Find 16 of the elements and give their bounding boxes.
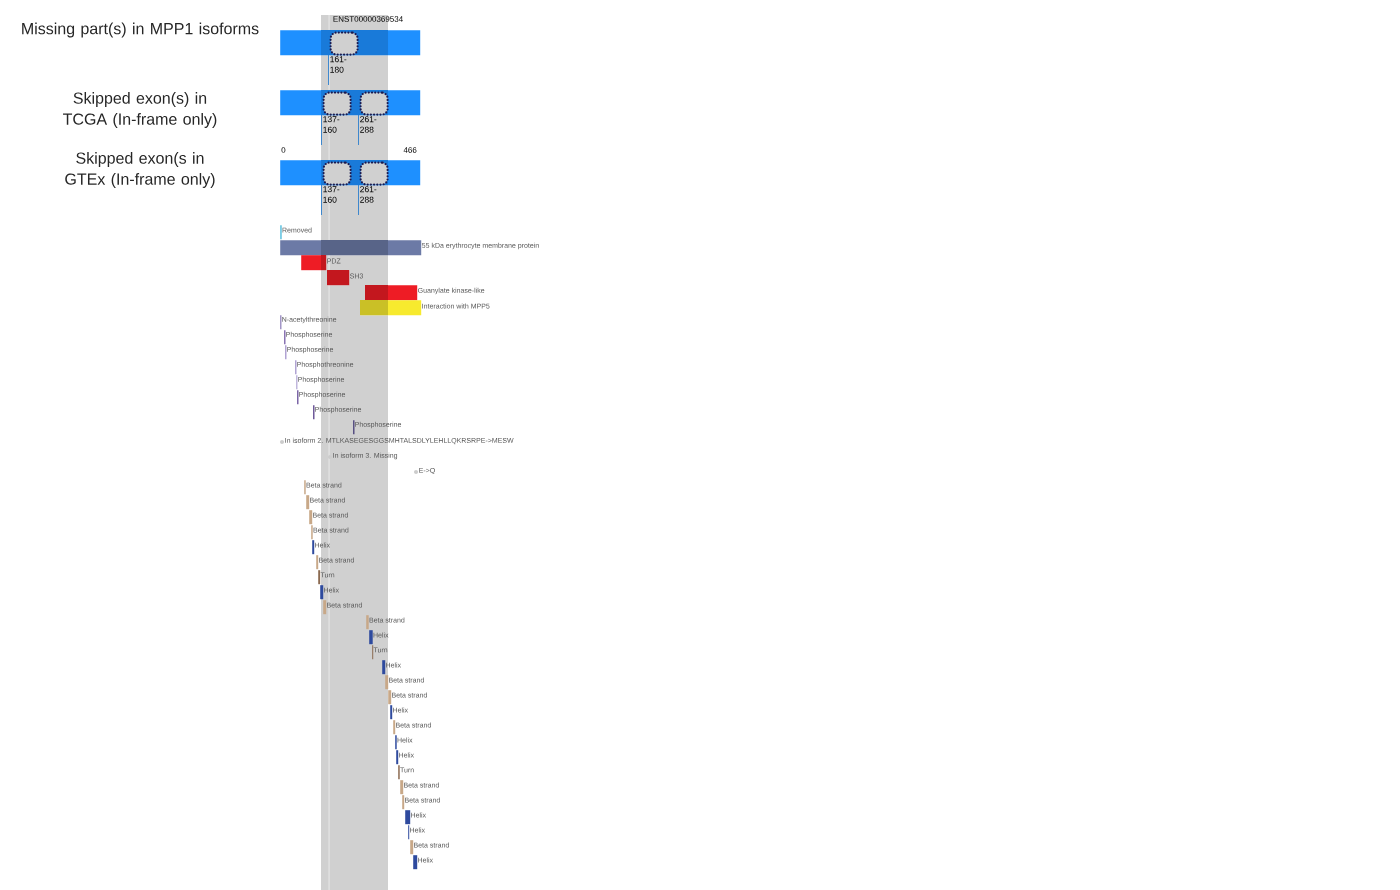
range-label: 161- 180 [330, 56, 347, 73]
range-label: 137- 160 [323, 186, 340, 203]
missing-region-box [329, 31, 359, 56]
missing-region-box [322, 161, 352, 186]
track-title: Skipped exon(s in GTEx (In-frame only) [65, 152, 215, 188]
axis-label: 0 [281, 147, 286, 153]
range-label: 137- 160 [323, 116, 340, 133]
axis-label: 466 [403, 147, 417, 153]
axis-label: ENST00000369534 [333, 16, 403, 22]
range-label: 261- 288 [360, 116, 377, 133]
range-label: 261- 288 [360, 186, 377, 203]
missing-region-box [359, 91, 389, 116]
track-title: Missing part(s) in MPP1 isoforms [22, 22, 259, 38]
missing-region-box [322, 91, 352, 116]
missing-region-box [359, 161, 389, 186]
track-title: Skipped exon(s) in TCGA (In-frame only) [63, 92, 217, 128]
